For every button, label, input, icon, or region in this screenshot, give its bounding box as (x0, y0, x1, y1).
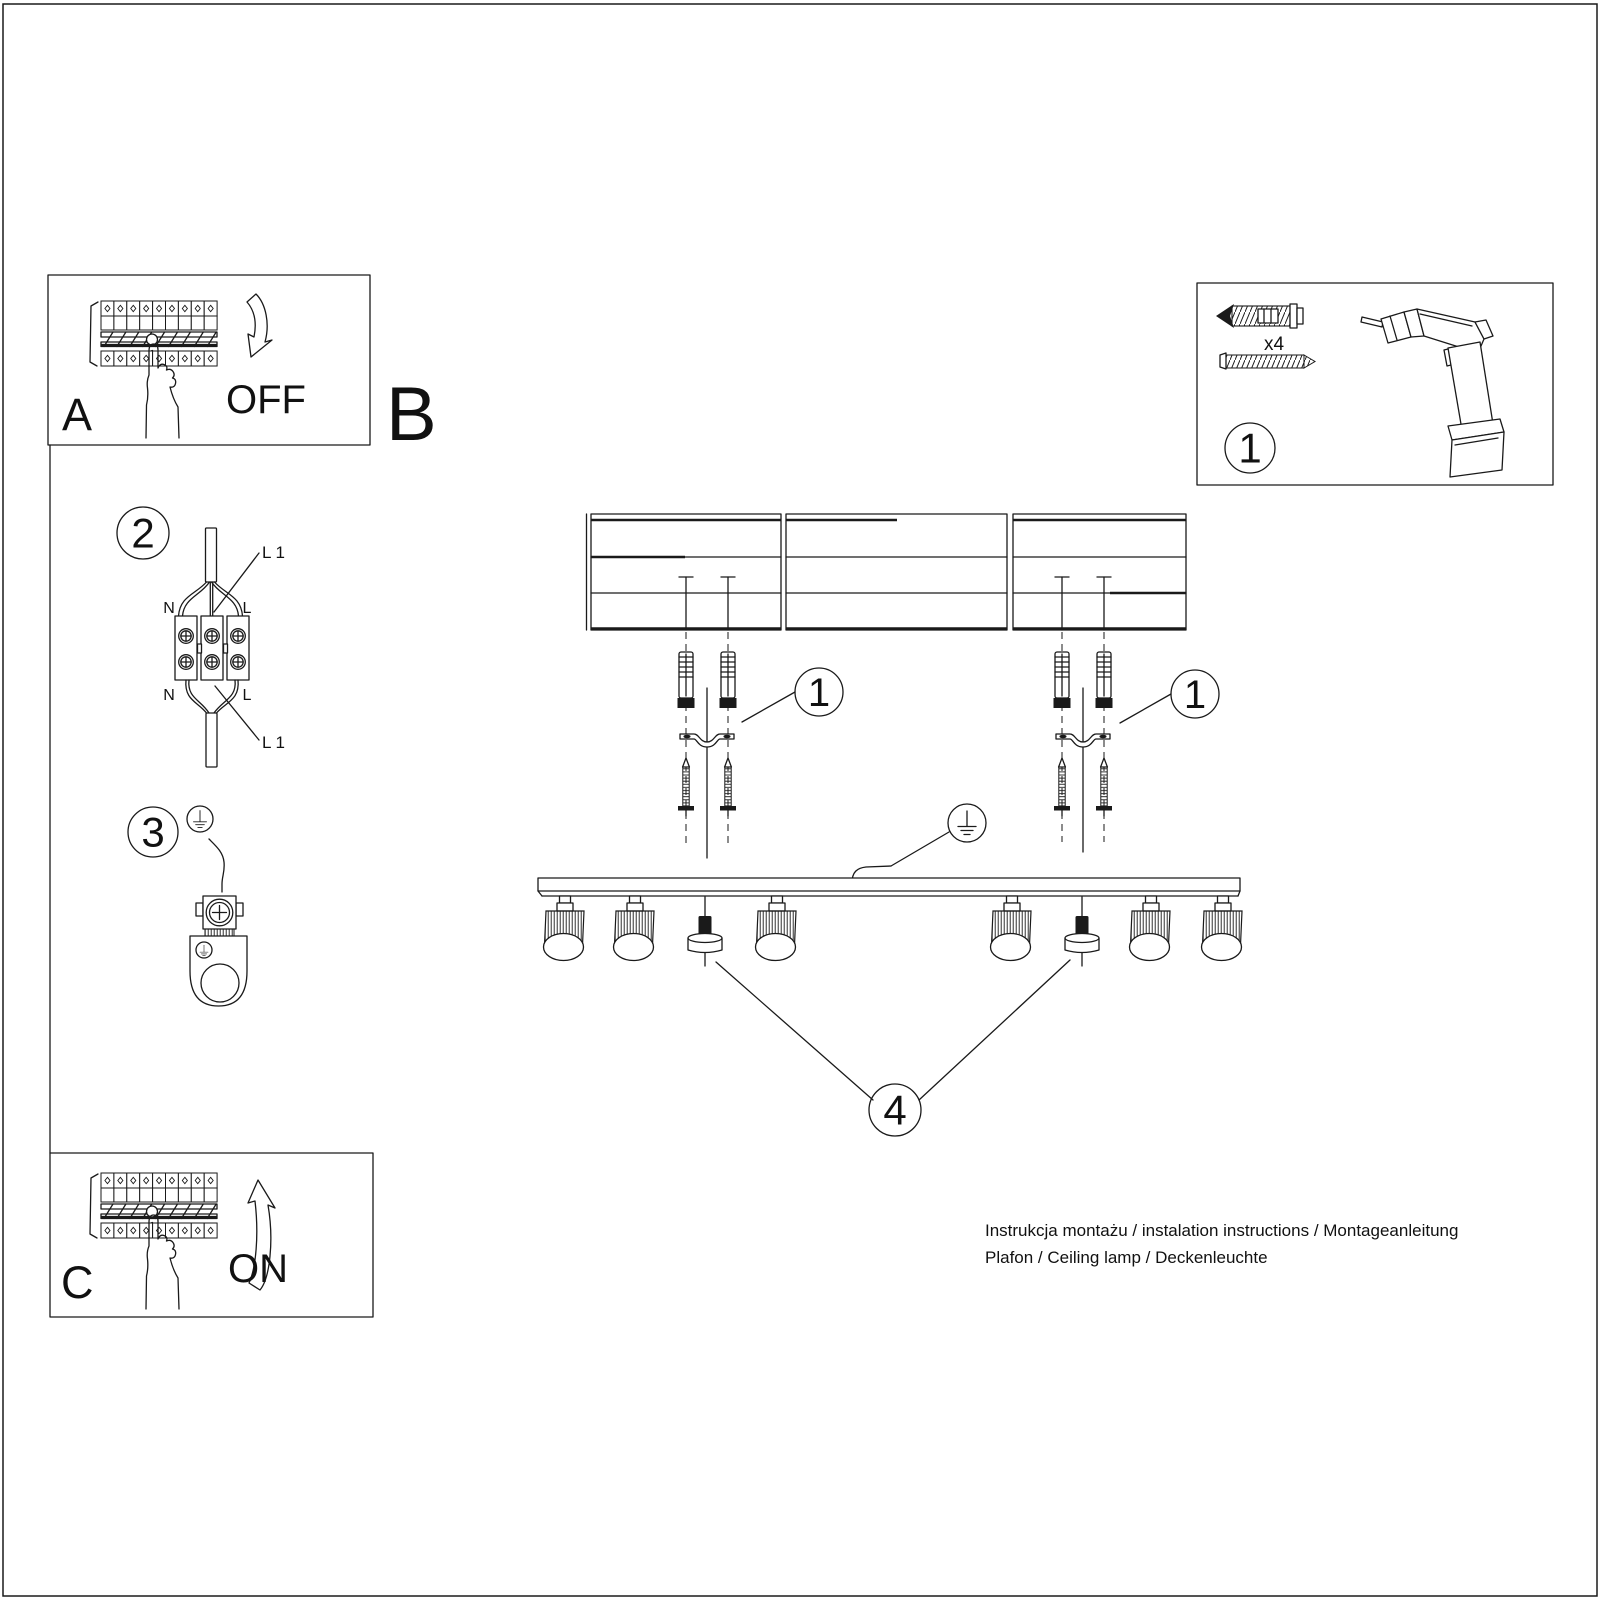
svg-text:2: 2 (131, 510, 154, 557)
neutral-top-label: N (163, 600, 175, 617)
terminal-block (174, 615, 250, 681)
arrow-down-icon (246, 293, 273, 358)
step2-wiring: 2 (116, 506, 285, 768)
mounting-screw-icon (1053, 757, 1071, 817)
seated-screws (678, 576, 1112, 631)
callout-4-knobs: 4 (715, 959, 1071, 1137)
callout-1-left: 1 (741, 667, 844, 723)
earth-wire-callout (851, 803, 987, 884)
spotlight-icon (989, 895, 1032, 962)
alignment-axes (685, 632, 1105, 859)
svg-text:4: 4 (883, 1087, 906, 1134)
l1-bottom-leader (214, 685, 260, 741)
drill-icon (1360, 308, 1505, 478)
step1-tools-box: x4 1 (1196, 282, 1554, 486)
wall-plug-icon (1216, 303, 1304, 329)
cable-sleeve-top (204, 527, 218, 583)
off-label: OFF (226, 378, 306, 422)
svg-text:3: 3 (141, 809, 164, 856)
l1-top-label: L 1 (262, 543, 285, 562)
cable-sleeve-bottom (205, 712, 218, 768)
spotlight-icon (612, 895, 655, 962)
arrow-up-icon (247, 1179, 276, 1291)
mounting-screw-icon (1095, 757, 1113, 817)
ground-bracket-body (189, 935, 248, 1007)
ground-terminal (195, 895, 244, 937)
wall-plug-icon (676, 651, 696, 709)
main-installation-drawing: 1 1 (537, 513, 1243, 1137)
callout-1-tools: 1 (1224, 422, 1276, 474)
svg-text:1: 1 (808, 671, 830, 715)
svg-text:1: 1 (1238, 425, 1261, 472)
step3-grounding: 3 (127, 805, 248, 1007)
wires-top (177, 581, 244, 617)
section-c-power-on: ON C (49, 1152, 374, 1318)
section-a-letter: A (62, 389, 92, 440)
screw-icon (1219, 352, 1316, 370)
wires-bottom (185, 679, 239, 714)
footer: Instrukcja montażu / instalation instruc… (985, 1221, 1458, 1267)
callout-2-wiring: 2 (116, 506, 170, 560)
ground-wire (208, 838, 225, 893)
page-border (2, 3, 1598, 1597)
locking-knob-icon (1064, 896, 1100, 967)
circuit-breaker-icon (90, 301, 217, 366)
l1-bottom-label: L 1 (262, 733, 285, 752)
line-bottom-label: L (243, 687, 252, 704)
ceiling-panels (585, 513, 1187, 631)
l1-top-leader (213, 552, 260, 613)
wall-plug-icon (718, 651, 738, 709)
spotlight-icon (1200, 895, 1243, 962)
spotlight-icon (754, 895, 797, 962)
mounting-screw-icon (719, 757, 737, 817)
circuit-breaker-icon (90, 1173, 217, 1238)
on-label: ON (228, 1247, 288, 1291)
wall-plug-icon (1094, 651, 1114, 709)
section-c-letter: C (61, 1257, 94, 1308)
callout-3-grounding: 3 (127, 806, 179, 858)
locking-knob-icon (687, 896, 723, 967)
spotlight-icon (1128, 895, 1171, 962)
ground-symbol-icon (186, 805, 214, 833)
footer-line2: Plafon / Ceiling lamp / Deckenleuchte (985, 1248, 1268, 1267)
mounting-screw-icon (677, 757, 695, 817)
spotlight-icon (542, 895, 585, 962)
callout-1-right: 1 (1119, 669, 1220, 724)
footer-line1: Instrukcja montażu / instalation instruc… (985, 1221, 1458, 1240)
lamp-bar (537, 877, 1241, 897)
wall-plug-icon (1052, 651, 1072, 709)
svg-text:1: 1 (1184, 673, 1206, 717)
line-top-label: L (243, 600, 252, 617)
section-a-power-off: OFF A (47, 274, 371, 446)
section-b-letter: B (386, 372, 437, 457)
neutral-bottom-label: N (163, 687, 175, 704)
anchor-quantity-label: x4 (1264, 334, 1285, 355)
